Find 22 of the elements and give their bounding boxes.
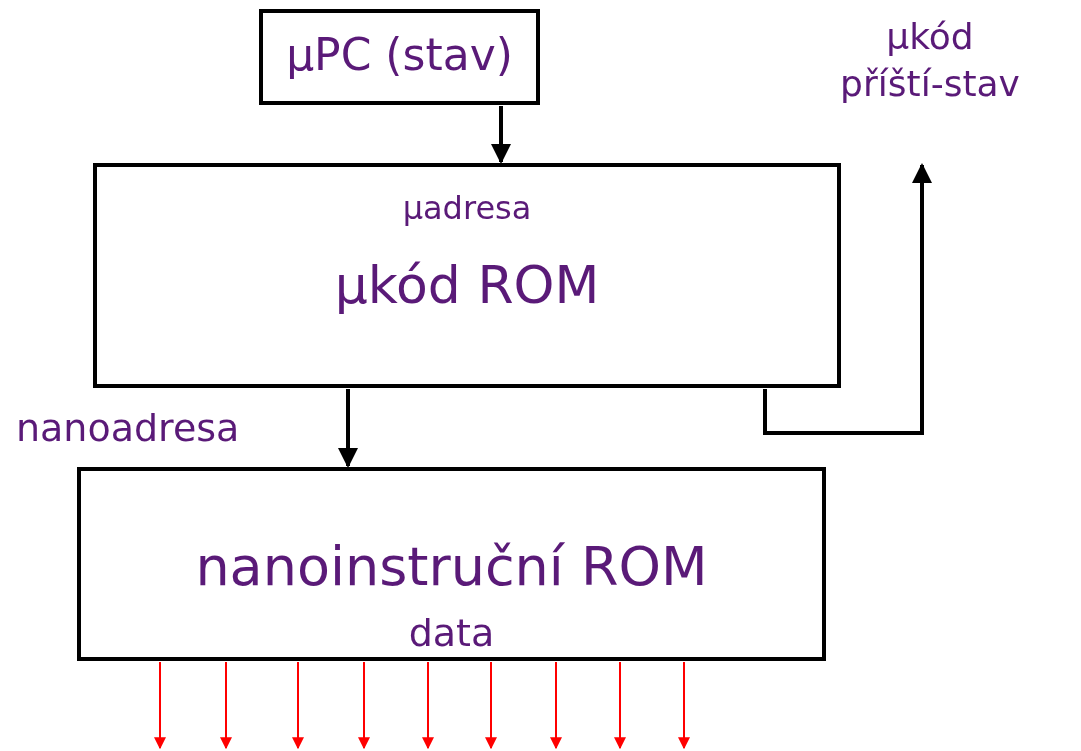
address-label: μadresa [401,189,533,227]
output-arrow [614,661,626,750]
block-title: μkód ROM [333,255,601,315]
arrow [491,106,511,164]
output-arrow [485,661,497,750]
data-label: data [407,611,496,655]
output-arrow [220,661,232,750]
output-arrow [358,661,370,750]
rom-block [93,163,841,388]
output-arrow [678,661,690,750]
output-arrow [422,661,434,750]
output-arrow [550,661,562,750]
rom-block [77,467,826,661]
block-title: μkód příští-stav [839,15,1021,106]
output-arrow [292,661,304,750]
arrow [763,163,932,435]
arrow [338,389,358,468]
address-label: nanoadresa [16,406,240,450]
block-title: nanoinstruční ROM [194,535,709,598]
rom-block [259,9,540,105]
block-title: μPC (stav) [285,29,514,80]
output-arrow [154,661,166,750]
